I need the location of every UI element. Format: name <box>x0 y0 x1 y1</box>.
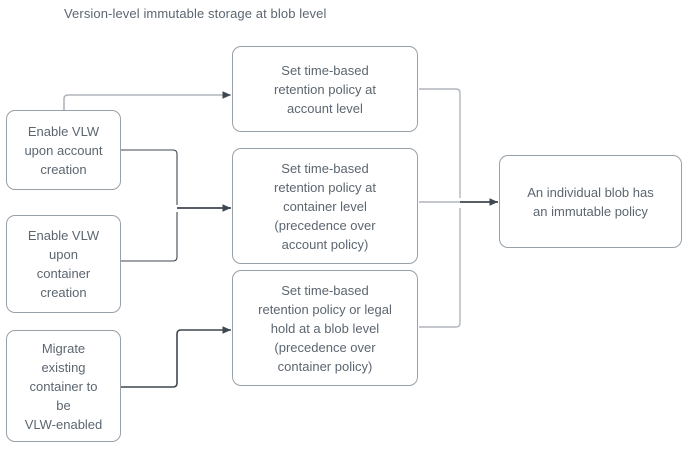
node-label: An individual blob has an immutable poli… <box>527 184 654 219</box>
diagram-title: Version-level immutable storage at blob … <box>64 6 327 21</box>
node-migrate-existing-container[interactable]: Migrate existing container to be VLW-ena… <box>6 330 121 442</box>
node-enable-vlw-container[interactable]: Enable VLW upon container creation <box>6 215 121 313</box>
edge-blob-policy-to-merge <box>419 208 461 328</box>
node-label: Enable VLW upon container creation <box>27 228 100 300</box>
edge-account-policy-to-merge <box>419 88 461 198</box>
node-retention-blob-level[interactable]: Set time-based retention policy or legal… <box>232 270 418 386</box>
node-enable-vlw-account[interactable]: Enable VLW upon account creation <box>6 110 121 190</box>
node-label: Set time-based retention policy at conta… <box>274 160 376 252</box>
node-label: Migrate existing container to be VLW-ena… <box>24 340 103 432</box>
node-label: Set time-based retention policy at accou… <box>274 62 376 116</box>
node-retention-account-level[interactable]: Set time-based retention policy at accou… <box>232 46 418 132</box>
node-label: Enable VLW upon account creation <box>24 123 103 177</box>
edge-account-to-merge <box>121 149 178 205</box>
edge-migrate-to-blob-policy <box>121 326 231 388</box>
node-individual-blob-immutable[interactable]: An individual blob has an immutable poli… <box>499 155 682 248</box>
edge-account-to-account-policy <box>63 91 231 110</box>
edge-container-to-merge <box>121 212 178 262</box>
node-retention-container-level[interactable]: Set time-based retention policy at conta… <box>232 148 418 264</box>
node-label: Set time-based retention policy or legal… <box>258 282 392 374</box>
